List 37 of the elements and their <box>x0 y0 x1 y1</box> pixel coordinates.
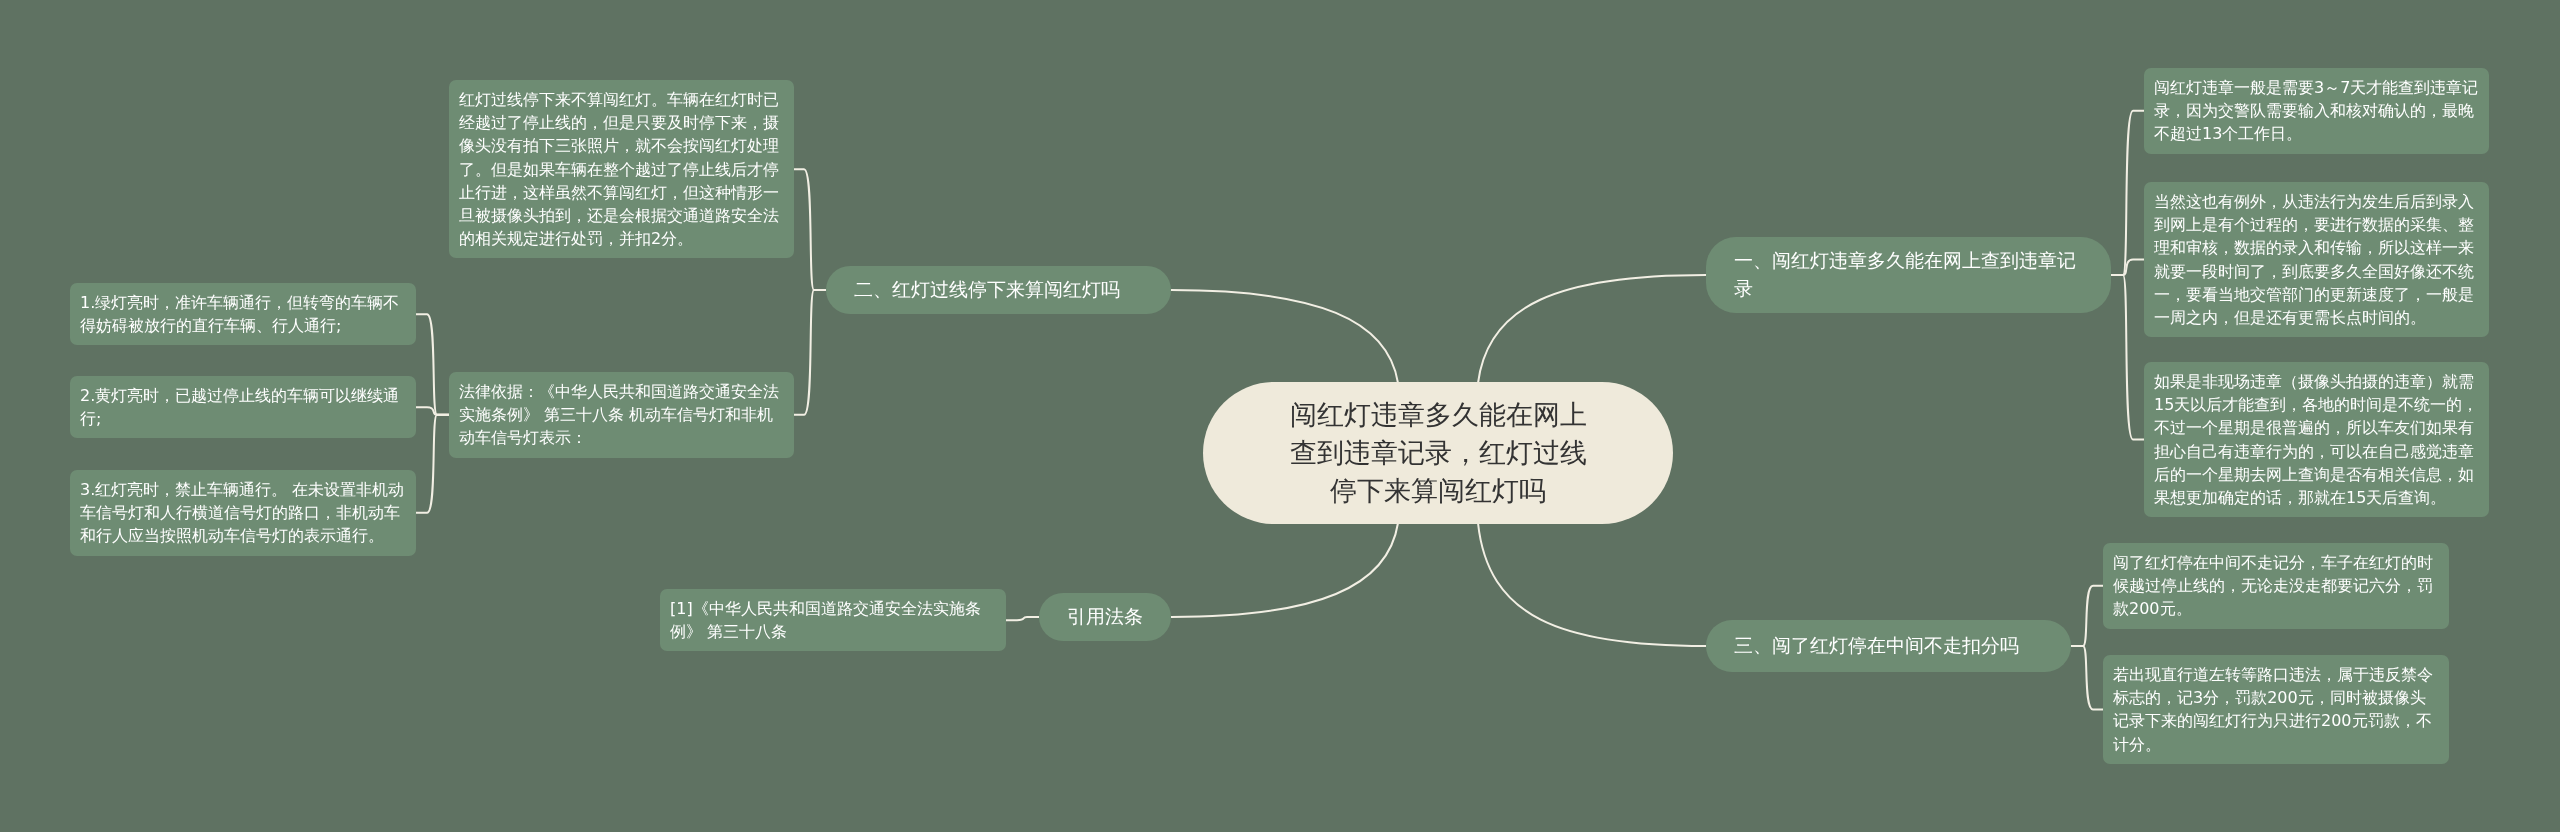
node-text: [1]《中华人民共和国道路交通安全法实施条例》 第三十八条 <box>670 598 982 644</box>
note-card <box>449 372 794 458</box>
note-card <box>70 283 416 346</box>
node-text: 闯红灯违章一般是需要3～7天才能查到违章记录，因为交警队需要输入和核对确认的，最晚不超过13个工作日。 <box>2154 77 2479 146</box>
note-card <box>2144 362 2489 518</box>
node-text: 三、闯了红灯停在中间不走扣分吗 <box>1734 633 2019 659</box>
note-card <box>70 376 416 439</box>
connector-line <box>1005 616 1040 622</box>
node-text: 3.红灯亮时，禁止车辆通行。 在未设置非机动车信号灯和人行横道信号灯的路口，非机动车和行人应当按照机动车信号灯的表示通行。 <box>80 479 406 548</box>
note-card <box>449 80 794 259</box>
connector-line <box>1477 274 1707 384</box>
note-card <box>2103 655 2449 764</box>
node-text: 闯了红灯停在中间不走记分，车子在红灯的时候越过停止线的，无论走没走都要记六分，罚款200元。 <box>2113 552 2434 621</box>
branch-topic <box>826 266 1171 314</box>
node-text: 当然这也有例外，从违法行为发生后后到录入到网上是有个过程的，要进行数据的采集、整理和审核，数据的录入和传输，所以这样一来就要一段时间了，到底要多久全国好像还不统一，要看当地交管部门的更新速度了，一般是一周之内，但是还有更需长点时间的。 <box>2154 191 2475 329</box>
connector-line <box>1170 289 1399 384</box>
node-text: 红灯过线停下来不算闯红灯。车辆在红灯时已经越过了停止线的，但是只要及时停下来，摄像头没有拍下三张照片，就不会按闯红灯处理了。但是如果车辆在整个越过了停止线后才停止行进，这样虽然不算闯红灯，但这种情形一旦被摄像头拍到，还是会根据交通道路安全法的相关规定进行处罚，并扣2分。 <box>459 89 780 251</box>
note-card <box>660 589 1006 652</box>
note-card <box>2103 543 2449 629</box>
node-text: 二、红灯过线停下来算闯红灯吗 <box>854 277 1120 303</box>
node-text: 2.黄灯亮时，已越过停止线的车辆可以继续通行; <box>80 385 401 431</box>
note-card <box>70 470 416 556</box>
connector-line <box>1477 522 1707 647</box>
node-text: 若出现直行道左转等路口违法，属于违反禁令标志的，记3分，罚款200元，同时被摄像头记录下来的闯红灯行为只进行200元罚款，不计分。 <box>2113 664 2434 756</box>
node-text: 引用法条 <box>1067 604 1143 630</box>
node-text: 法律依据：《中华人民共和国道路交通安全法实施条例》 第三十八条 机动车信号灯和非机动车信号灯表示： <box>459 381 780 450</box>
node-text: 一、闯红灯违章多久能在网上查到违章记录 <box>1734 248 2077 301</box>
node-text: 闯红灯违章多久能在网上查到违章记录，红灯过线停下来算闯红灯吗 <box>1288 398 1588 508</box>
connector-line <box>1170 522 1399 618</box>
node-text: 如果是非现场违章（摄像头拍摄的违章）就需15天以后才能查到，各地的时间是不统一的，不过一个星期是很普遍的，所以车友们如果有担心自己有违章行为的，可以在自己感觉违章后的一个星期去网上查询是否有相关信息，如果想更加确定的话，那就在15天后查询。 <box>2154 371 2479 509</box>
branch-topic <box>1039 593 1171 641</box>
note-card <box>2144 68 2489 154</box>
connector-line <box>2110 274 2145 441</box>
node-text: 1.绿灯亮时，准许车辆通行，但转弯的车辆不得妨碍被放行的直行车辆、行人通行; <box>80 292 401 338</box>
branch-topic <box>1706 620 2071 672</box>
note-card <box>2144 182 2489 338</box>
branch-topic <box>1706 237 2111 313</box>
